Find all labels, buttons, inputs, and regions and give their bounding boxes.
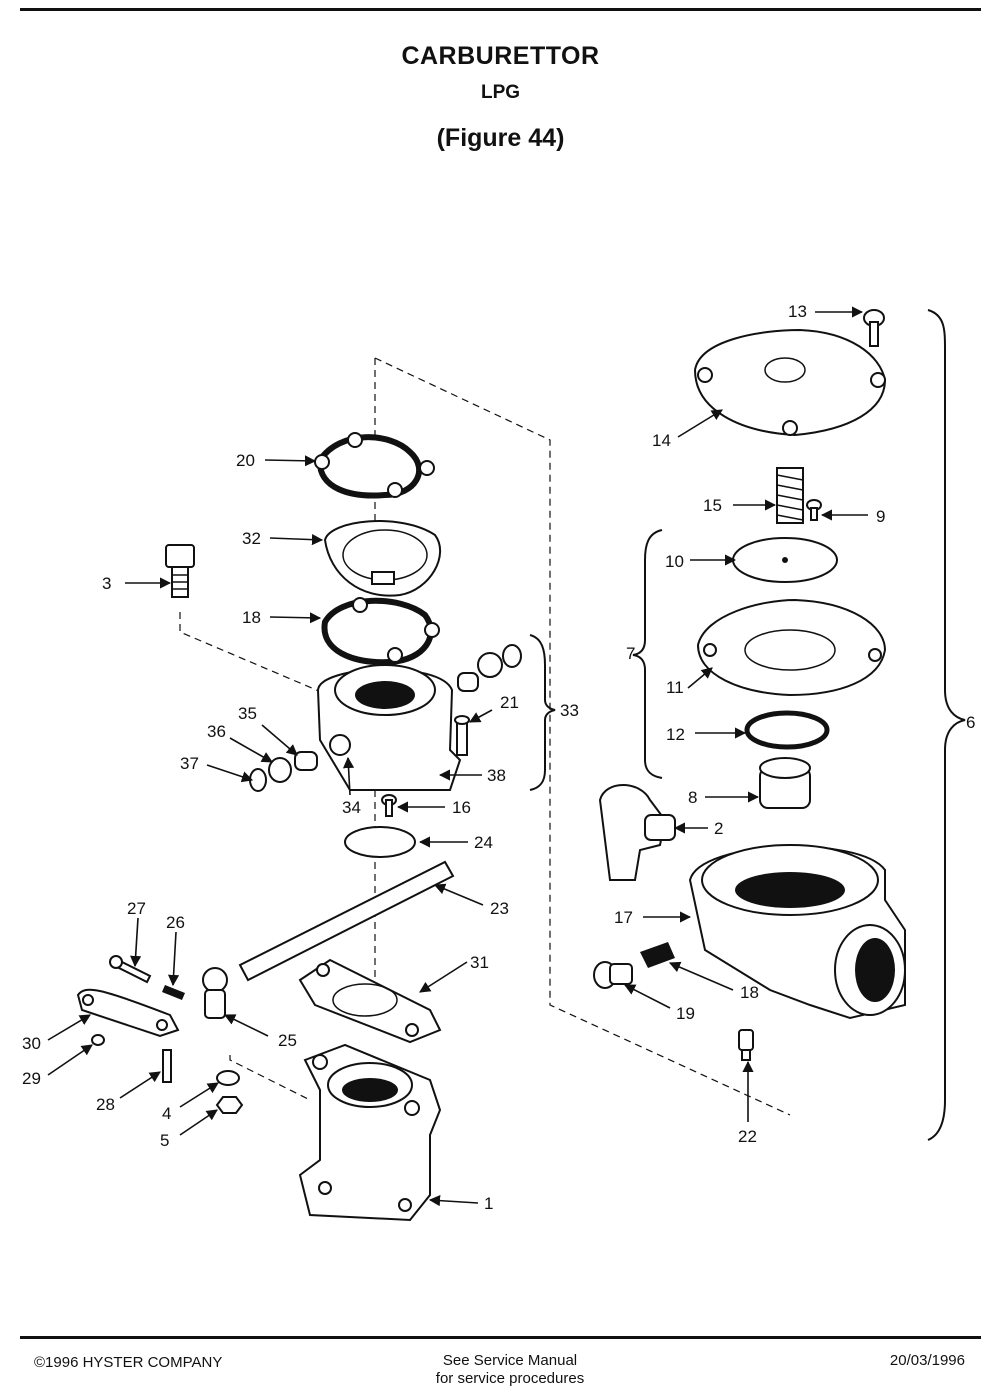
figure-label: (Figure 44) — [436, 124, 565, 152]
part-35-36-37-seals — [249, 751, 318, 792]
footer-note-line-2: for service procedures — [435, 1370, 585, 1387]
part-11-diaphragm — [696, 598, 887, 697]
part-14-cover — [693, 328, 887, 437]
part-23-throttle-shaft — [238, 860, 455, 982]
part-21-screw — [454, 715, 470, 756]
part-25-clamp — [202, 967, 228, 1019]
callout-21: 21 — [500, 693, 519, 712]
part-4-washer — [216, 1070, 240, 1086]
callout-38: 38 — [487, 766, 506, 785]
callout-15: 15 — [703, 496, 722, 515]
callout-5: 5 — [160, 1131, 169, 1150]
part-13-screw — [863, 309, 885, 347]
page-title: CARBURETTOR — [401, 42, 600, 70]
footer-copyright: ©1996 HYSTER COMPANY — [34, 1354, 223, 1371]
callout-29: 29 — [22, 1069, 41, 1088]
callout-23: 23 — [490, 899, 509, 918]
callout-3: 3 — [102, 574, 111, 593]
part-30-lever — [76, 988, 180, 1038]
part-10-plate — [732, 537, 838, 583]
part-18-gasket — [321, 597, 440, 666]
footer-note-line-1: See Service Manual — [442, 1352, 578, 1369]
callout-11: 11 — [666, 678, 684, 697]
callout-34: 34 — [342, 798, 361, 817]
callout-7: 7 — [626, 644, 635, 663]
callout-12: 12 — [666, 725, 685, 744]
callout-labels: 20 32 3 18 21 33 35 36 37 38 34 16 24 23… — [22, 302, 975, 1213]
callout-36: 36 — [207, 722, 226, 741]
callout-32: 32 — [242, 529, 261, 548]
footer-date: 20/03/1996 — [889, 1352, 965, 1369]
callout-4: 4 — [162, 1104, 171, 1123]
callout-16: 16 — [452, 798, 471, 817]
part-28-screw — [162, 1049, 172, 1083]
top-rule — [20, 8, 981, 11]
footer-service-note: See Service Manual for service procedure… — [380, 1352, 640, 1388]
part-32-gasket-plate — [323, 520, 441, 597]
callout-8: 8 — [688, 788, 697, 807]
callout-22: 22 — [738, 1127, 757, 1146]
callout-1: 1 — [484, 1194, 493, 1213]
callout-18: 18 — [242, 608, 261, 627]
callout-9: 9 — [876, 507, 885, 526]
callout-19: 19 — [676, 1004, 695, 1023]
callout-18-right: 18 — [740, 983, 759, 1002]
callout-24: 24 — [474, 833, 493, 852]
brace-6 — [927, 309, 966, 1141]
part-8-valve — [759, 757, 811, 809]
callout-17: 17 — [614, 908, 633, 927]
callout-31: 31 — [470, 953, 489, 972]
part-20-gasket — [314, 432, 435, 499]
callout-14: 14 — [652, 431, 671, 450]
leader-lines — [47, 306, 868, 1207]
part-18-spring — [640, 942, 675, 968]
part-16-screw — [381, 794, 397, 817]
callout-30: 30 — [22, 1034, 41, 1053]
callout-13: 13 — [788, 302, 807, 321]
callout-6: 6 — [966, 713, 975, 732]
callout-37: 37 — [180, 754, 199, 773]
part-31-gasket — [298, 958, 442, 1044]
part-9-screw — [806, 499, 822, 521]
part-24-throttle-disc — [344, 826, 416, 858]
brace-7 — [632, 529, 663, 779]
bottom-rule — [20, 1336, 981, 1339]
callout-10: 10 — [665, 552, 684, 571]
callout-35: 35 — [238, 704, 257, 723]
callout-26: 26 — [166, 913, 185, 932]
callout-28: 28 — [96, 1095, 115, 1114]
callout-27: 27 — [127, 899, 146, 918]
part-27-screw — [109, 955, 152, 984]
assembly-dashed-lines — [179, 357, 791, 1116]
part-38-throttle-body — [316, 664, 462, 791]
part-33-bushings — [457, 644, 522, 692]
part-1-adapter — [298, 1043, 442, 1222]
part-2-elbow — [598, 784, 676, 881]
part-29-screw — [91, 1034, 105, 1046]
part-3-bolt — [165, 544, 195, 598]
part-15-spring — [776, 467, 804, 524]
part-26-spring — [162, 985, 185, 1000]
part-12-ring — [744, 710, 830, 750]
brace-33 — [529, 634, 556, 791]
callout-33: 33 — [560, 701, 579, 720]
part-5-nut — [215, 1096, 244, 1114]
callout-25: 25 — [278, 1031, 297, 1050]
part-17-body — [688, 844, 906, 1020]
callout-2: 2 — [714, 819, 723, 838]
callout-20: 20 — [236, 451, 255, 470]
part-19-screw — [593, 961, 633, 989]
exploded-parts-diagram: 20 32 3 18 21 33 35 36 37 38 34 16 24 23… — [22, 302, 975, 1222]
part-22-screw — [738, 1029, 754, 1061]
page-subtitle: LPG — [480, 82, 521, 103]
